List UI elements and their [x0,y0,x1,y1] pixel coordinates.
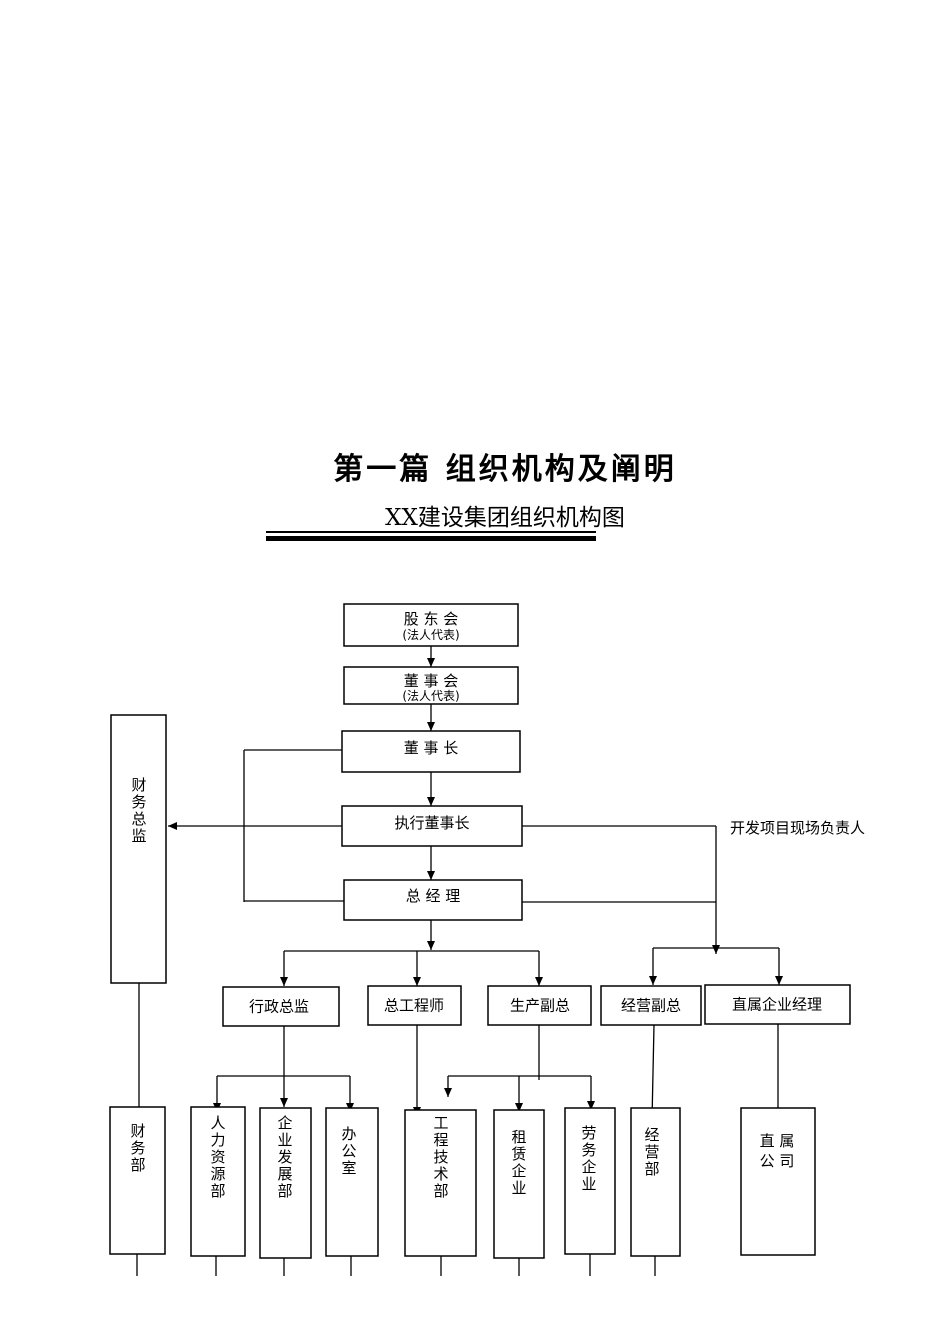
node-business-dept-label: 经营部 [644,1126,659,1178]
node-general-manager-label: 总 经 理 [406,887,461,905]
node-chief-engineer: 总工程师 [367,985,462,1026]
node-hr-dept-label: 人力资源部 [210,1114,225,1200]
node-exec-chairman: 执行董事长 [341,805,523,847]
node-leasing-enterprise-label: 租赁企业 [511,1128,526,1197]
node-chairman: 董 事 长 [341,730,521,773]
node-enterprise-dev-dept-label: 企业发展部 [277,1114,292,1200]
node-subsidiary-company: 直 属 公 司 [740,1107,816,1256]
node-chairman-label: 董 事 长 [404,739,459,757]
node-shareholders: 股 东 会 (法人代表) [343,603,519,647]
node-board-sub: (法人代表) [402,689,459,703]
node-subsidiary-company-line2: 公 司 [760,1152,795,1170]
node-engineering-dept: 工程技术部 [404,1109,477,1257]
node-production-vp-label: 生产副总 [510,997,570,1015]
page-title: 第一篇 组织机构及阐明 [333,452,677,487]
node-subsidiary-manager: 直属企业经理 [704,984,851,1025]
node-shareholders-label: 股 东 会 [404,610,459,628]
node-business-vp-label: 经营副总 [621,997,681,1015]
node-admin-director-label: 行政总监 [249,998,309,1016]
node-office: 办公室 [325,1107,379,1257]
node-business-vp: 经营副总 [600,985,702,1026]
chart-title: XX建设集团组织机构图 [385,505,625,531]
node-board: 董 事 会 (法人代表) [343,666,519,705]
node-enterprise-dev-dept: 企业发展部 [259,1107,312,1259]
node-exec-chairman-label: 执行董事长 [394,814,469,832]
node-admin-director: 行政总监 [222,986,340,1027]
connectors [135,646,783,1276]
node-subsidiary-manager-label: 直属企业经理 [732,996,822,1014]
title-rule-thin [266,531,596,533]
node-finance-director: 财务总监 [110,714,167,984]
node-finance-dept-label: 财务部 [130,1122,145,1174]
node-subsidiary-company-line1: 直 属 [760,1132,795,1150]
node-labor-enterprise-label: 劳务企业 [581,1124,596,1193]
title-rule-thick [266,536,596,541]
node-business-dept: 经营部 [630,1107,681,1257]
node-office-label: 办公室 [341,1125,356,1177]
node-finance-dept: 财务部 [109,1106,166,1255]
node-engineering-dept-label: 工程技术部 [433,1114,448,1200]
node-board-label: 董 事 会 [404,672,459,690]
node-finance-director-label: 财务总监 [131,776,146,845]
dev-site-head-label: 开发项目现场负责人 [730,819,865,837]
node-hr-dept: 人力资源部 [190,1106,246,1257]
node-leasing-enterprise: 租赁企业 [493,1109,545,1259]
node-production-vp: 生产副总 [487,985,592,1026]
node-chief-engineer-label: 总工程师 [384,997,444,1015]
node-general-manager: 总 经 理 [343,879,523,921]
node-shareholders-sub: (法人代表) [402,628,459,642]
node-labor-enterprise: 劳务企业 [564,1107,616,1255]
